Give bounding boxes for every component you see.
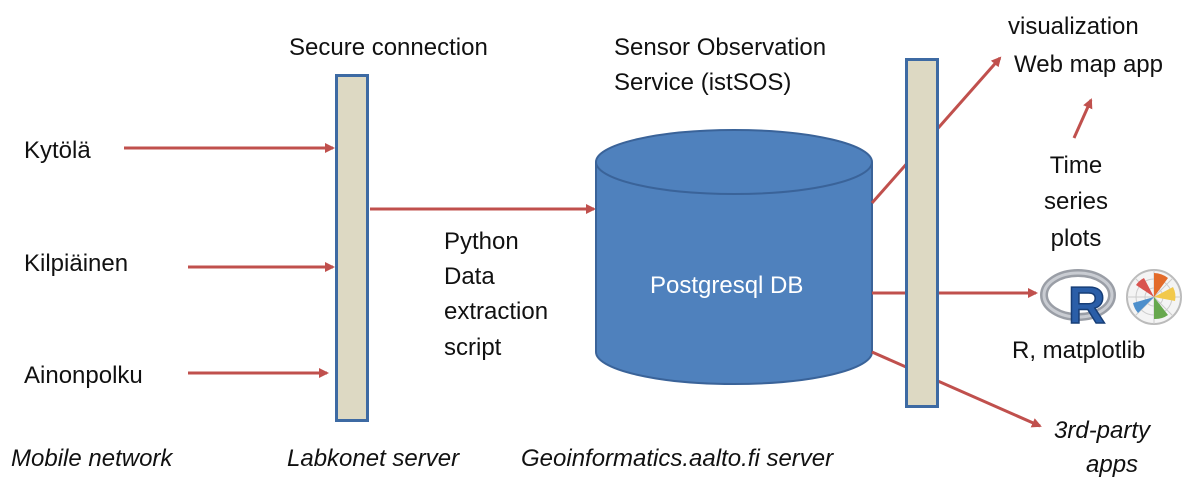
sos-output-bar: [905, 58, 939, 408]
timeseries-label-line2: series: [1043, 188, 1109, 215]
input-ainonpolku-label: Ainonpolku: [24, 362, 143, 389]
script-label-line3: extraction: [444, 298, 549, 325]
r-logo: R: [1040, 265, 1120, 336]
secure-connection-bar: [335, 74, 369, 422]
sos-label-line1: Sensor Observation: [614, 34, 827, 61]
input-kilpiainen-label: Kilpiäinen: [24, 250, 129, 277]
r-matplotlib-label: R, matplotlib: [1012, 337, 1146, 364]
footer-mobile-network: Mobile network: [11, 445, 173, 472]
thirdparty-label-line2: apps: [1086, 451, 1139, 478]
arrow-to-3rd-party: [871, 350, 1042, 428]
database-cylinder: [595, 129, 873, 385]
visualization-label-line2: Web map app: [1014, 51, 1163, 78]
visualization-label-line1: visualization: [1008, 13, 1139, 40]
script-label-line4: script: [444, 334, 502, 361]
timeseries-label-line1: Time: [1049, 152, 1103, 179]
secure-connection-label: Secure connection: [289, 34, 488, 61]
script-label-line2: Data: [444, 263, 495, 290]
arrow-timeseries-to-webmap: [1072, 98, 1093, 139]
script-label-line1: Python: [444, 228, 519, 255]
timeseries-label-line3: plots: [1050, 225, 1102, 252]
r-logo-letter: R: [1068, 277, 1106, 329]
input-kytola-label: Kytölä: [24, 137, 91, 164]
thirdparty-label-line1: 3rd-party: [1054, 417, 1151, 444]
footer-labkonet-server: Labkonet server: [287, 445, 460, 472]
footer-geoinformatics-server: Geoinformatics.aalto.fi server: [521, 445, 834, 472]
matplotlib-logo: [1124, 267, 1184, 327]
database-label: Postgresql DB: [650, 272, 804, 299]
sos-label-line2: Service (istSOS): [614, 69, 792, 96]
